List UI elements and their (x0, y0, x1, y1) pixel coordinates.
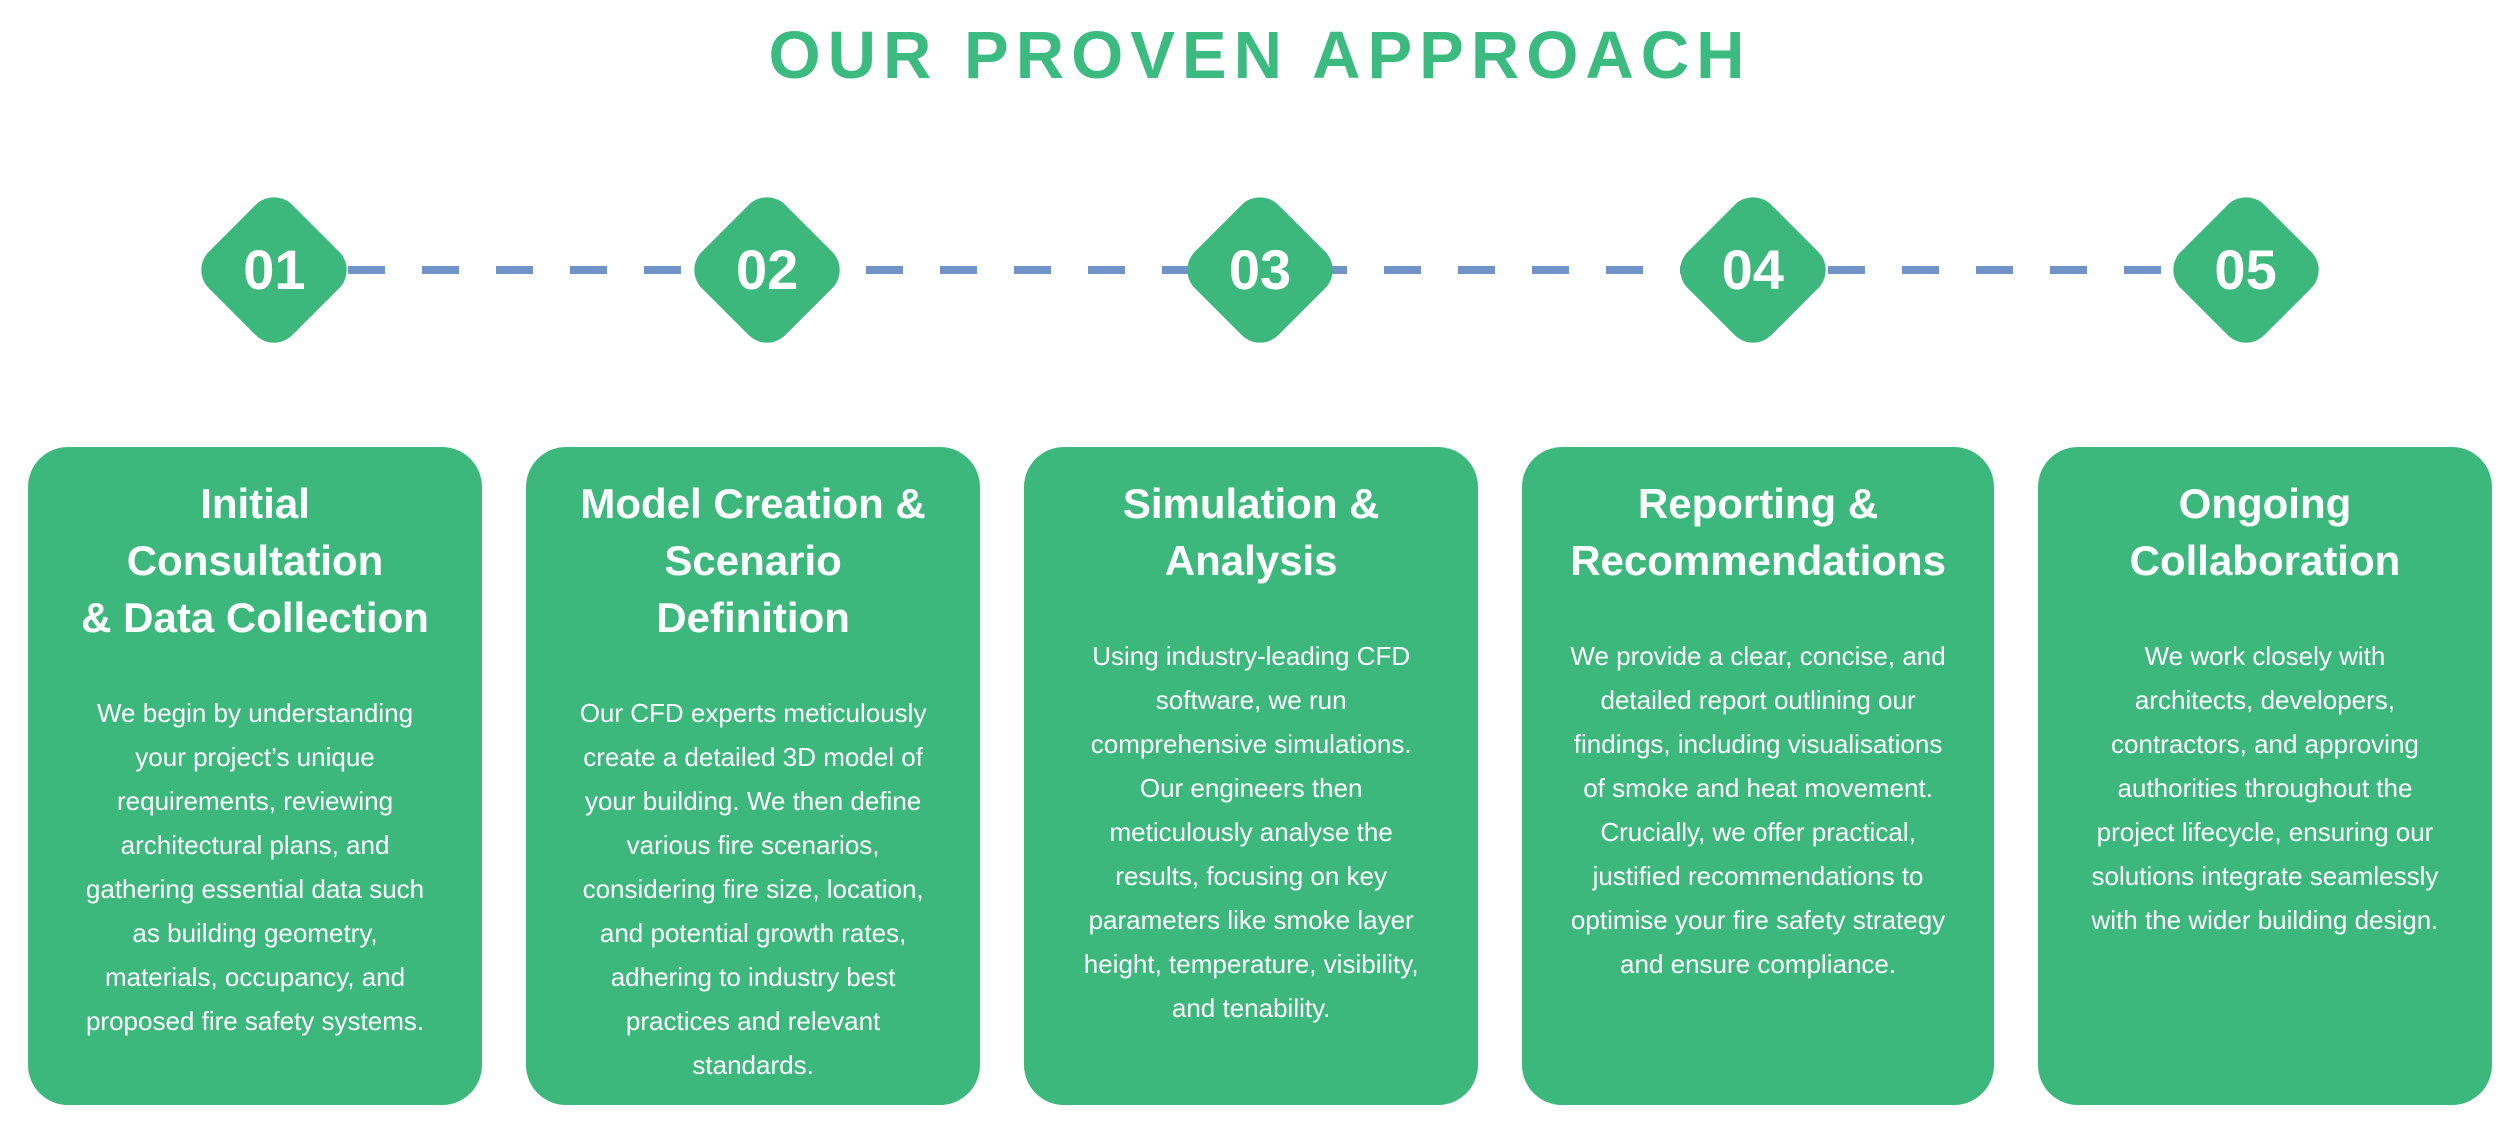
card-title: Reporting & Recommendations (1570, 475, 1946, 589)
step-marker-1: 01 (28, 185, 521, 355)
step-number: 02 (736, 238, 799, 301)
step-marker-2: 02 (521, 185, 1014, 355)
step-card-3: Simulation & Analysis Using industry-lead… (1024, 447, 1479, 1105)
card-title-line-2: Analysis (1164, 537, 1338, 584)
card-title-line-1: Initial Consultation (126, 480, 384, 584)
card-title-line-2: & Data Collection (81, 594, 429, 641)
card-title-line-2: Scenario Definition (656, 537, 850, 641)
step-card-4: Reporting & Recommendations We provide a … (1522, 447, 1994, 1105)
section-title: OUR PROVEN APPROACH (768, 18, 1752, 93)
card-title-line-1: Reporting & (1637, 480, 1879, 527)
card-description: Using industry-leading CFD software, we … (1083, 641, 1419, 1023)
step-number: 03 (1228, 238, 1292, 301)
card-title-line-2: Collaboration (2129, 537, 2401, 584)
card-title-line-1: Ongoing (2178, 480, 2352, 527)
card-title: Simulation & Analysis (1072, 475, 1430, 589)
step-number: 04 (1721, 238, 1784, 301)
card-title: Model Creation & Scenario Definition (574, 475, 932, 646)
step-marker-5: 05 (1999, 185, 2492, 355)
proven-approach-section: OUR PROVEN APPROACH 01 02 03 04 05 Initi… (0, 22, 2520, 1105)
card-description: Our CFD experts meticulously create a de… (579, 698, 927, 1080)
card-title-line-1: Simulation & (1122, 480, 1380, 527)
card-description: We begin by understanding your project’s… (85, 698, 425, 1036)
step-number: 05 (2214, 238, 2277, 301)
step-marker-3: 03 (1014, 185, 1507, 355)
card-description: We provide a clear, concise, and detaile… (1570, 641, 1946, 979)
step-cards-row: Initial Consultation & Data Collection We… (28, 447, 2492, 1105)
step-marker-4: 04 (1506, 185, 1999, 355)
step-card-1: Initial Consultation & Data Collection We… (28, 447, 483, 1105)
card-title-line-2: Recommendations (1570, 537, 1946, 584)
card-description: We work closely with architects, develop… (2091, 641, 2439, 935)
card-title-line-1: Model Creation & (580, 480, 926, 527)
step-card-2: Model Creation & Scenario Definition Our … (526, 447, 981, 1105)
timeline: 01 02 03 04 05 (28, 185, 2492, 355)
card-title: Initial Consultation & Data Collection (76, 475, 434, 646)
step-number: 01 (243, 238, 306, 301)
